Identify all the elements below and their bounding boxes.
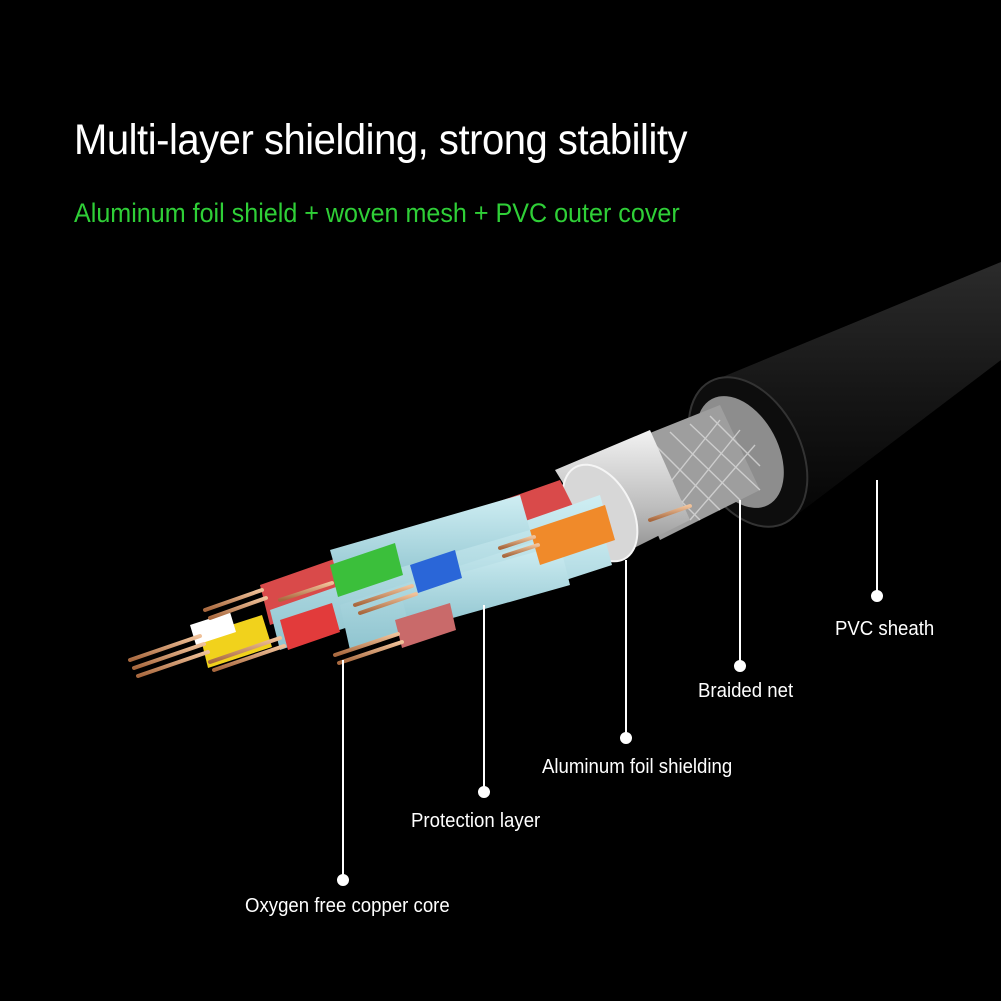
- colored-insulation-shapes: [190, 505, 615, 668]
- label-braided-net: Braided net: [698, 680, 794, 702]
- label-copper-core: Oxygen free copper core: [245, 895, 450, 917]
- subheadline: Aluminum foil shield + woven mesh + PVC …: [74, 198, 680, 228]
- callout-lines: [337, 480, 883, 886]
- copper-core-shapes: [128, 504, 692, 678]
- headline: Multi-layer shielding, strong stability: [74, 116, 688, 164]
- label-pvc-sheath: PVC sheath: [835, 618, 935, 640]
- label-protection-layer: Protection layer: [411, 810, 541, 832]
- label-aluminum-foil: Aluminum foil shielding: [542, 756, 733, 778]
